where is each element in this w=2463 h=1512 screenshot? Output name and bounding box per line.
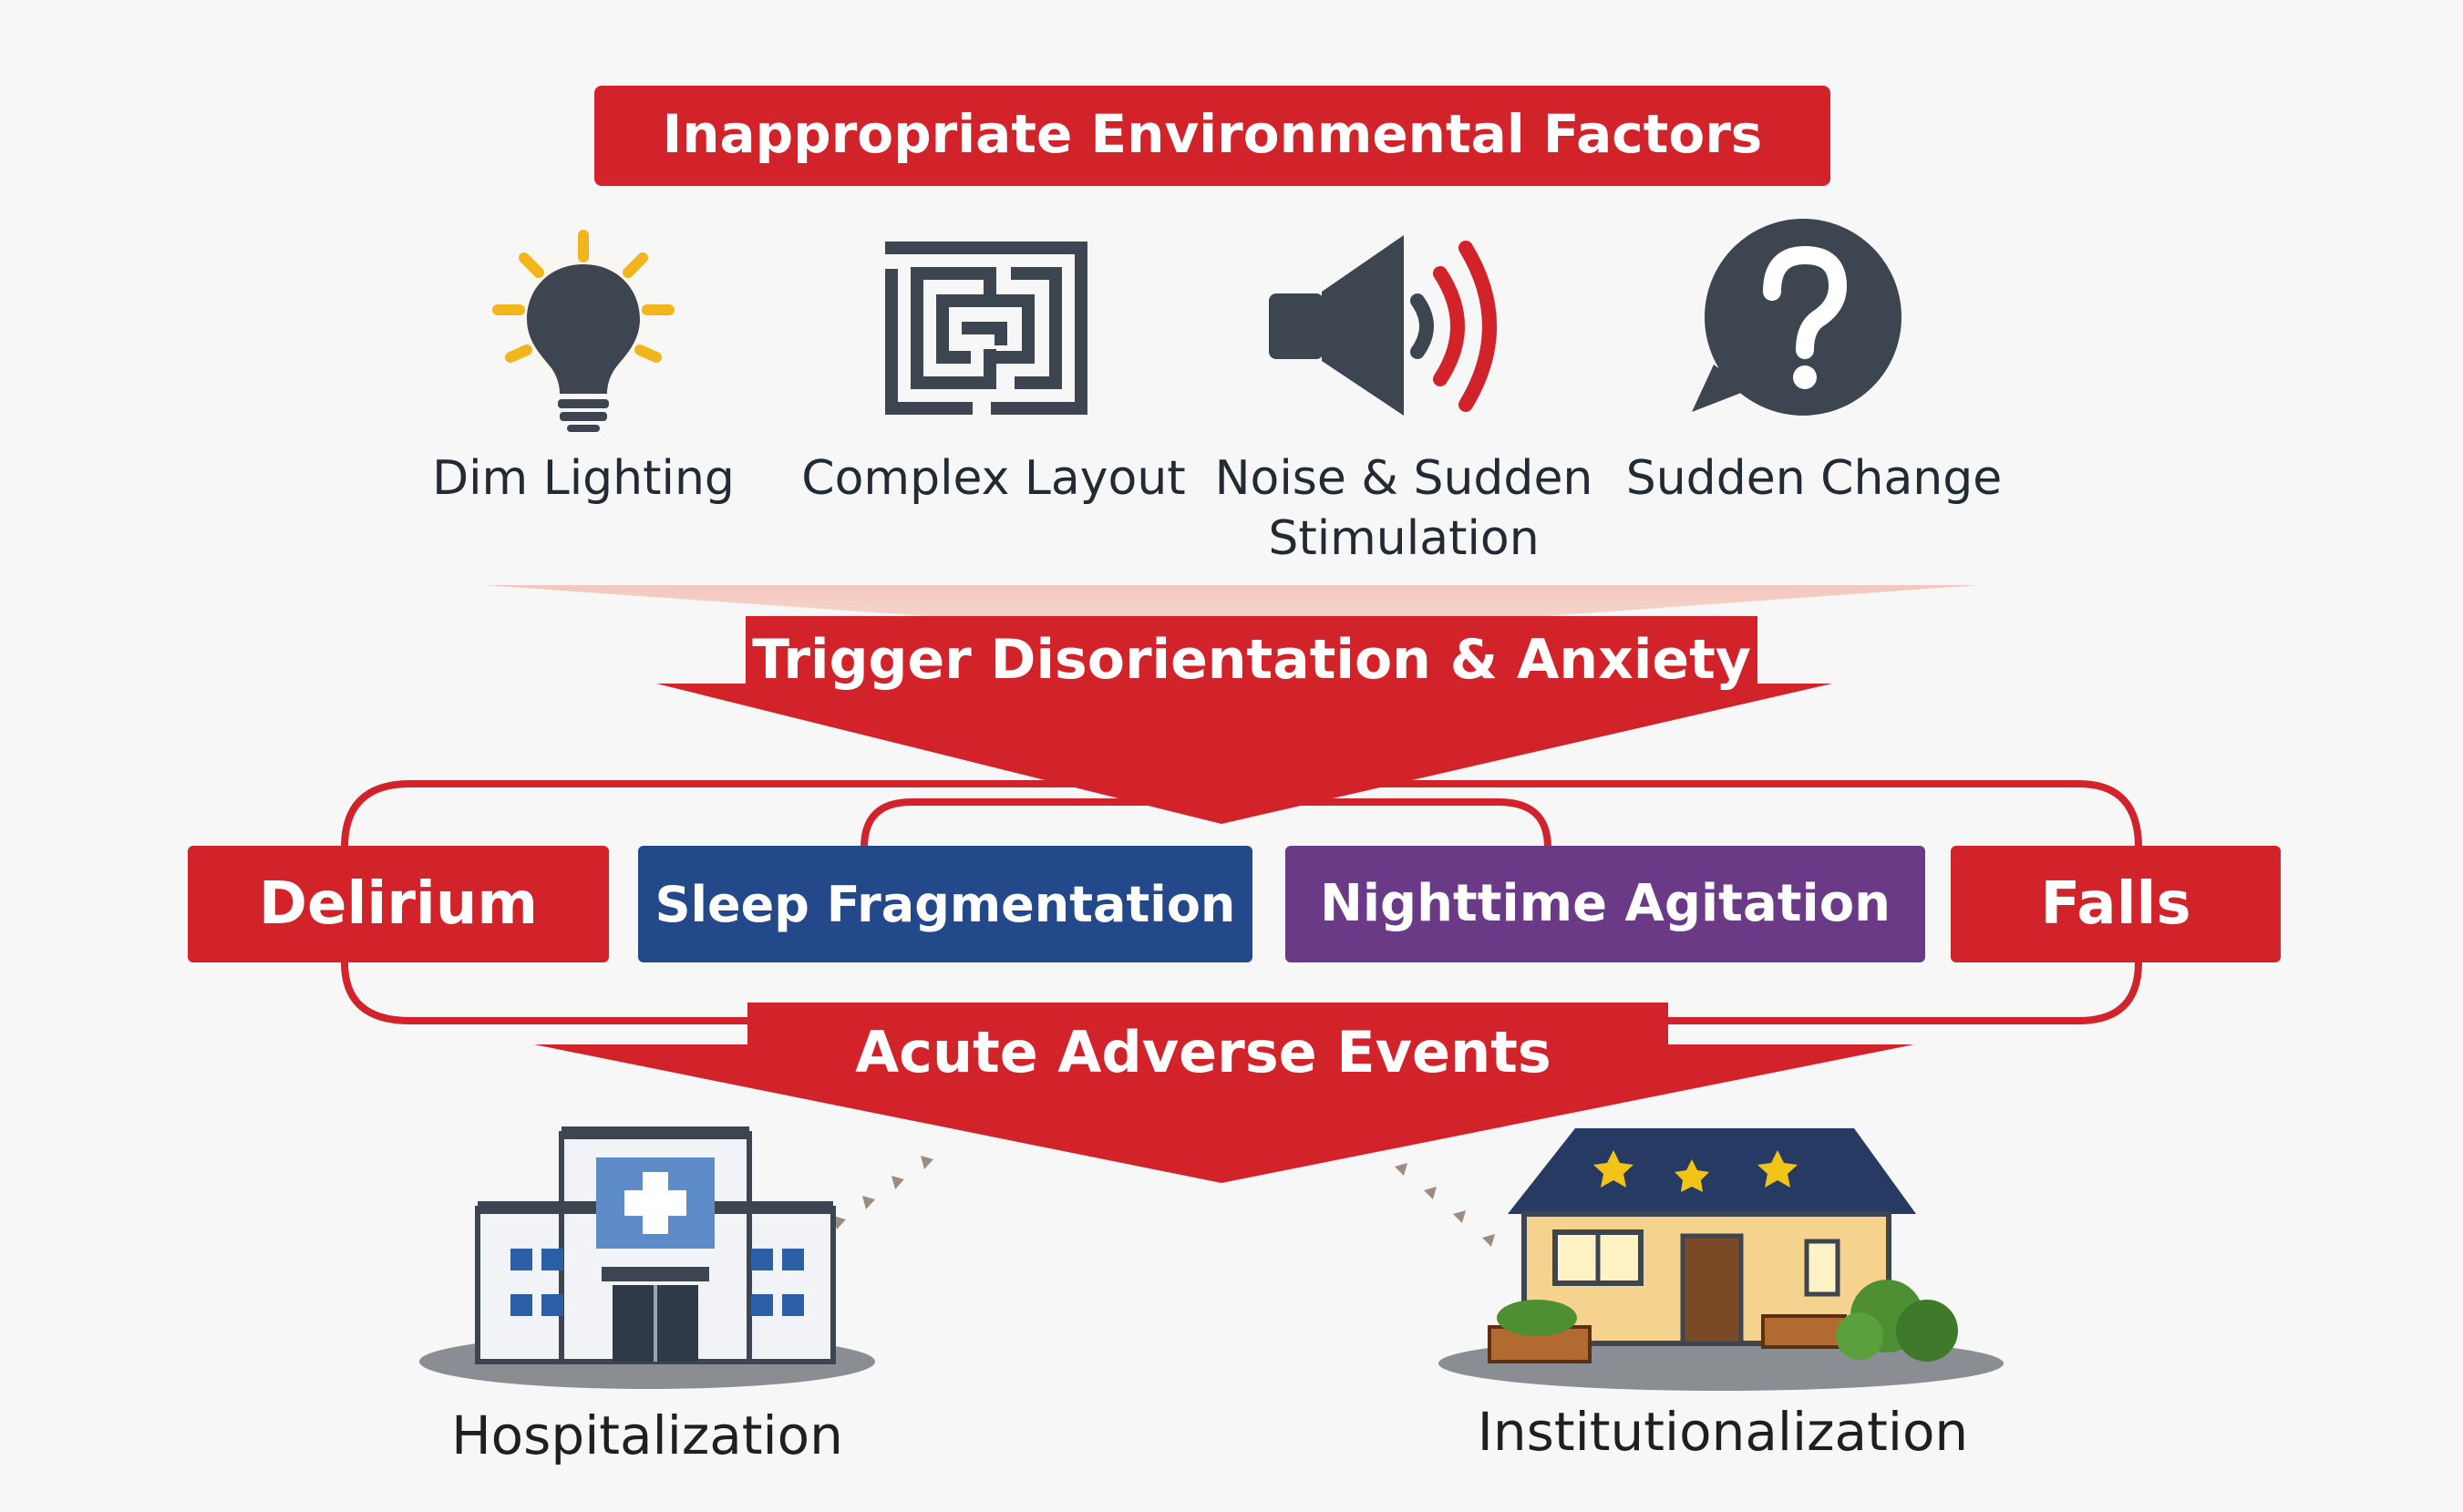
outcome-label-sleep-fragmentation: Sleep Fragmentation — [654, 876, 1236, 933]
lightbulb-icon — [492, 228, 675, 432]
consequence-label-hospitalization: Hospitalization — [451, 1404, 843, 1466]
header-title: Inappropriate Environmental Factors — [662, 103, 1763, 165]
events-arrow — [534, 1003, 1914, 1183]
funnel-band — [483, 585, 1978, 638]
factor-label-complex-layout: Complex Layout — [801, 451, 1186, 506]
dashed-arrow-left — [833, 1156, 933, 1229]
outcome-box-sleep-fragmentation — [638, 846, 1252, 962]
connector-loops — [341, 780, 2142, 1024]
events-label: Acute Adverse Events — [855, 1019, 1551, 1085]
question-bubble-icon — [1692, 219, 1901, 416]
outcome-box-falls — [1951, 846, 2281, 962]
trigger-label: Trigger Disorientation & Anxiety — [752, 628, 1751, 692]
consequence-label-institutionalization: Institutionalization — [1477, 1401, 1969, 1463]
factor-label-sudden-change: Sudden Change — [1625, 451, 2003, 506]
speaker-icon — [1269, 235, 1497, 416]
dashed-arrow-right — [1395, 1163, 1495, 1247]
factor-label-dim-lighting: Dim Lighting — [432, 451, 735, 506]
factor-label-noise: Noise & Sudden Stimulation — [1214, 451, 1593, 566]
hospital-icon — [419, 1126, 875, 1389]
outcome-label-nighttime-agitation: Nighttime Agitation — [1319, 874, 1891, 933]
header-banner — [594, 86, 1830, 186]
trigger-arrow — [656, 616, 1832, 824]
outcome-box-nighttime-agitation — [1285, 846, 1925, 962]
maze-icon — [885, 242, 1087, 415]
outcome-box-delirium — [188, 846, 609, 962]
house-icon — [1438, 1128, 2004, 1391]
outcome-label-falls: Falls — [2040, 870, 2191, 938]
outcome-label-delirium: Delirium — [258, 870, 539, 938]
